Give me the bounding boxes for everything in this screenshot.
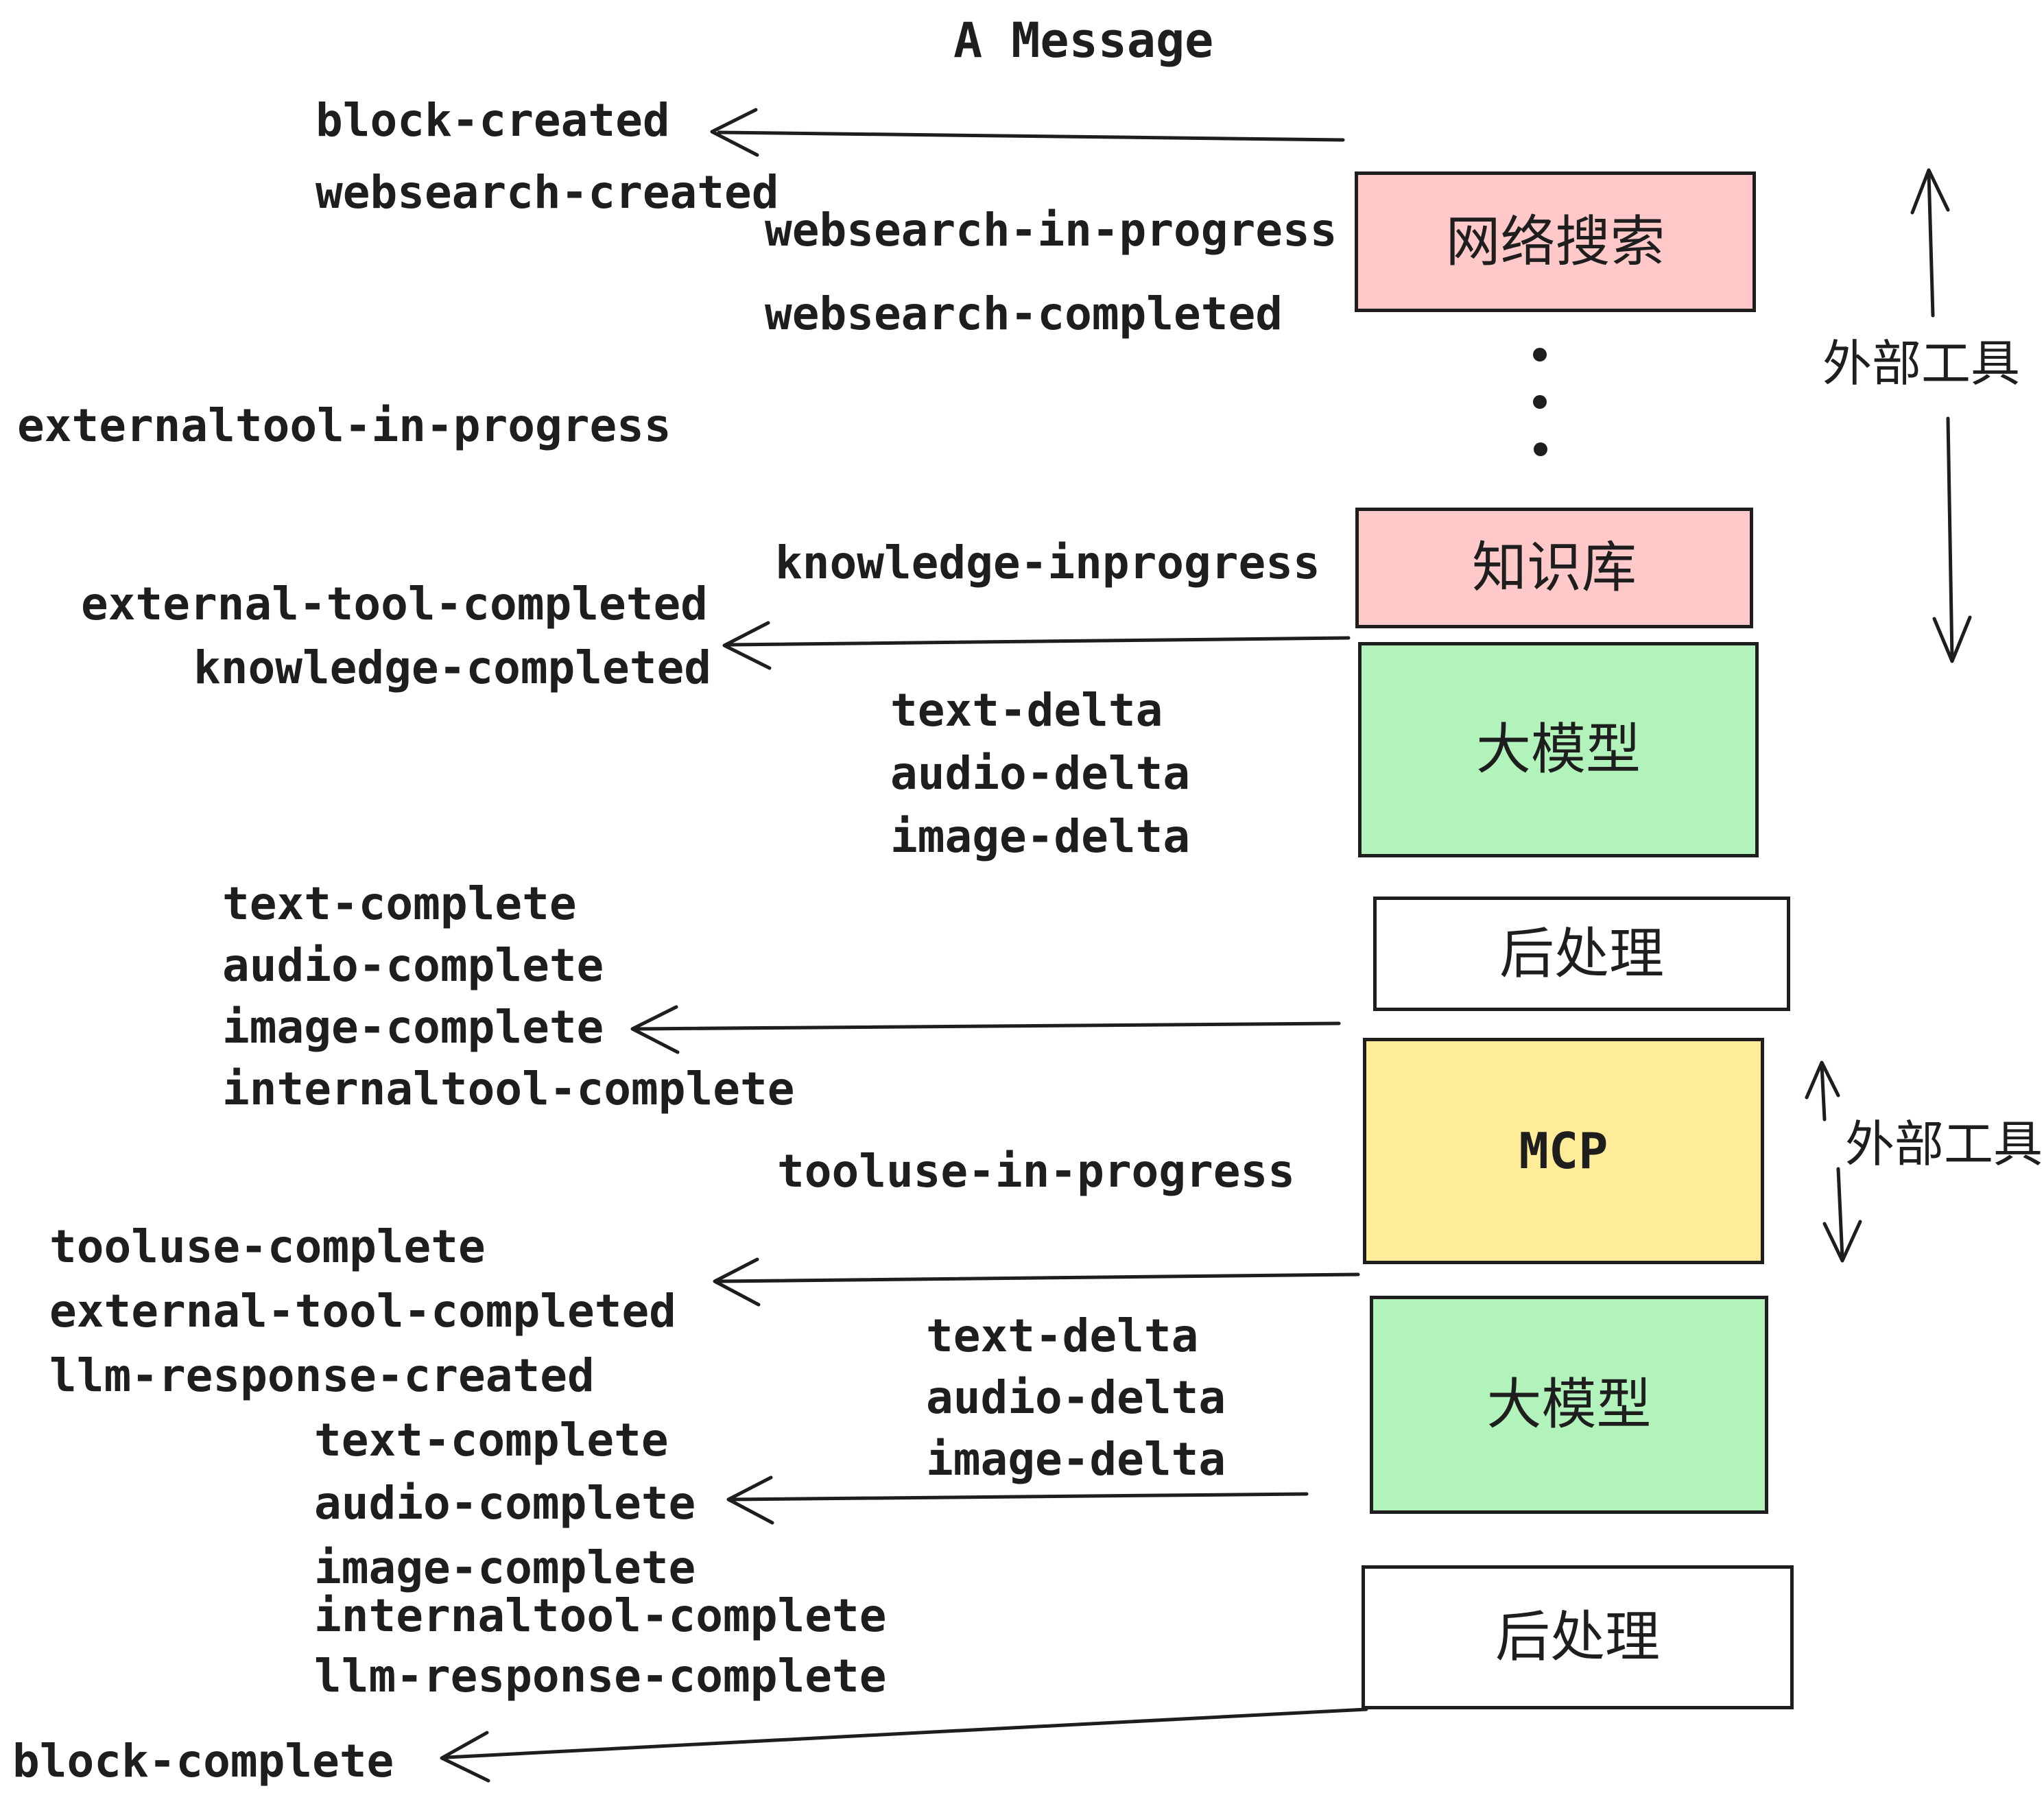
event-audio-complete-2: audio-complete bbox=[314, 1477, 696, 1530]
node-postprocess-2: 后处理 bbox=[1362, 1565, 1794, 1709]
diagram-title: A Message bbox=[953, 12, 1214, 69]
event-image-complete-1: image-complete bbox=[222, 1001, 604, 1054]
arrow-external-tools-down bbox=[1946, 416, 1954, 661]
node-websearch: 网络搜索 bbox=[1355, 171, 1756, 312]
arrow-external-tools-up bbox=[1927, 171, 1935, 318]
event-text-complete-2: text-complete bbox=[314, 1414, 669, 1467]
node-llm-2: 大模型 bbox=[1370, 1296, 1768, 1514]
arrowhead-tooluse-complete bbox=[713, 1257, 761, 1307]
event-knowledge-inprogress: knowledge-inprogress bbox=[775, 536, 1320, 589]
arrowhead-internal-complete bbox=[630, 1005, 680, 1054]
arrowhead-mcp-tools-down bbox=[1822, 1220, 1862, 1263]
node-knowledge-label: 知识库 bbox=[1472, 536, 1637, 600]
node-postprocess-1: 后处理 bbox=[1373, 897, 1790, 1011]
event-tooluse-in-progress: tooluse-in-progress bbox=[777, 1145, 1295, 1198]
event-image-delta-1: image-delta bbox=[890, 810, 1191, 863]
node-postprocess-2-label: 后处理 bbox=[1495, 1605, 1660, 1669]
external-tools-label-top: 外部工具 bbox=[1822, 335, 2021, 392]
node-llm-1-label: 大模型 bbox=[1476, 717, 1641, 781]
event-audio-delta-1: audio-delta bbox=[890, 747, 1191, 800]
node-knowledge: 知识库 bbox=[1355, 508, 1753, 628]
event-text-complete-1: text-complete bbox=[222, 877, 577, 930]
ellipsis-dot bbox=[1534, 442, 1547, 456]
event-external-tool-completed: external-tool-completed bbox=[81, 578, 708, 630]
node-llm-2-label: 大模型 bbox=[1486, 1373, 1652, 1436]
external-tools-label-mcp: 外部工具 bbox=[1845, 1115, 2043, 1173]
event-internaltool-complete-2: internaltool-complete bbox=[314, 1589, 887, 1642]
arrow-block-created bbox=[717, 130, 1345, 142]
arrow-knowledge-completed bbox=[726, 636, 1351, 647]
node-llm-1: 大模型 bbox=[1358, 642, 1759, 857]
event-block-complete: block-complete bbox=[12, 1735, 394, 1788]
arrow-llm2-complete bbox=[730, 1492, 1309, 1502]
arrowhead-block-complete bbox=[440, 1731, 490, 1783]
event-knowledge-completed: knowledge-completed bbox=[193, 641, 711, 694]
event-image-complete-2: image-complete bbox=[314, 1541, 696, 1594]
event-externaltool-in-progress: externaltool-in-progress bbox=[17, 399, 672, 452]
arrow-block-complete bbox=[445, 1707, 1368, 1759]
event-audio-delta-2: audio-delta bbox=[926, 1371, 1226, 1424]
event-websearch-completed: websearch-completed bbox=[765, 287, 1283, 340]
arrowhead-external-tools-up bbox=[1910, 168, 1950, 215]
arrow-internal-complete bbox=[634, 1021, 1341, 1031]
arrow-tooluse-complete bbox=[717, 1272, 1360, 1283]
event-tooluse-complete: tooluse-complete bbox=[49, 1220, 486, 1273]
node-postprocess-1-label: 后处理 bbox=[1499, 921, 1664, 986]
event-websearch-in-progress: websearch-in-progress bbox=[765, 204, 1338, 257]
ellipsis-dot bbox=[1533, 348, 1547, 361]
event-text-delta-2: text-delta bbox=[926, 1309, 1199, 1362]
arrowhead-mcp-tools-up bbox=[1805, 1060, 1840, 1100]
node-mcp: MCP bbox=[1363, 1038, 1764, 1264]
arrow-mcp-tools-down bbox=[1836, 1167, 1844, 1260]
event-internaltool-complete-1: internaltool-complete bbox=[222, 1063, 795, 1115]
event-audio-complete-1: audio-complete bbox=[222, 939, 604, 992]
ellipsis-dot bbox=[1533, 395, 1547, 409]
arrowhead-external-tools-down bbox=[1932, 615, 1972, 663]
arrow-mcp-tools-up bbox=[1820, 1063, 1827, 1121]
event-websearch-created: websearch-created bbox=[316, 166, 779, 219]
arrowhead-llm2-complete bbox=[726, 1475, 774, 1525]
node-mcp-label: MCP bbox=[1519, 1122, 1608, 1180]
arrowhead-block-created bbox=[710, 108, 759, 157]
event-llm-response-created: llm-response-created bbox=[49, 1349, 595, 1402]
event-llm-response-complete: llm-response-complete bbox=[314, 1650, 887, 1702]
event-block-created: block-created bbox=[316, 94, 670, 147]
node-websearch-label: 网络搜索 bbox=[1445, 209, 1665, 274]
event-image-delta-2: image-delta bbox=[926, 1433, 1226, 1486]
arrowhead-knowledge-completed bbox=[722, 621, 772, 670]
event-text-delta-1: text-delta bbox=[890, 684, 1163, 737]
event-external-tool-completed-2: external-tool-completed bbox=[49, 1285, 676, 1338]
